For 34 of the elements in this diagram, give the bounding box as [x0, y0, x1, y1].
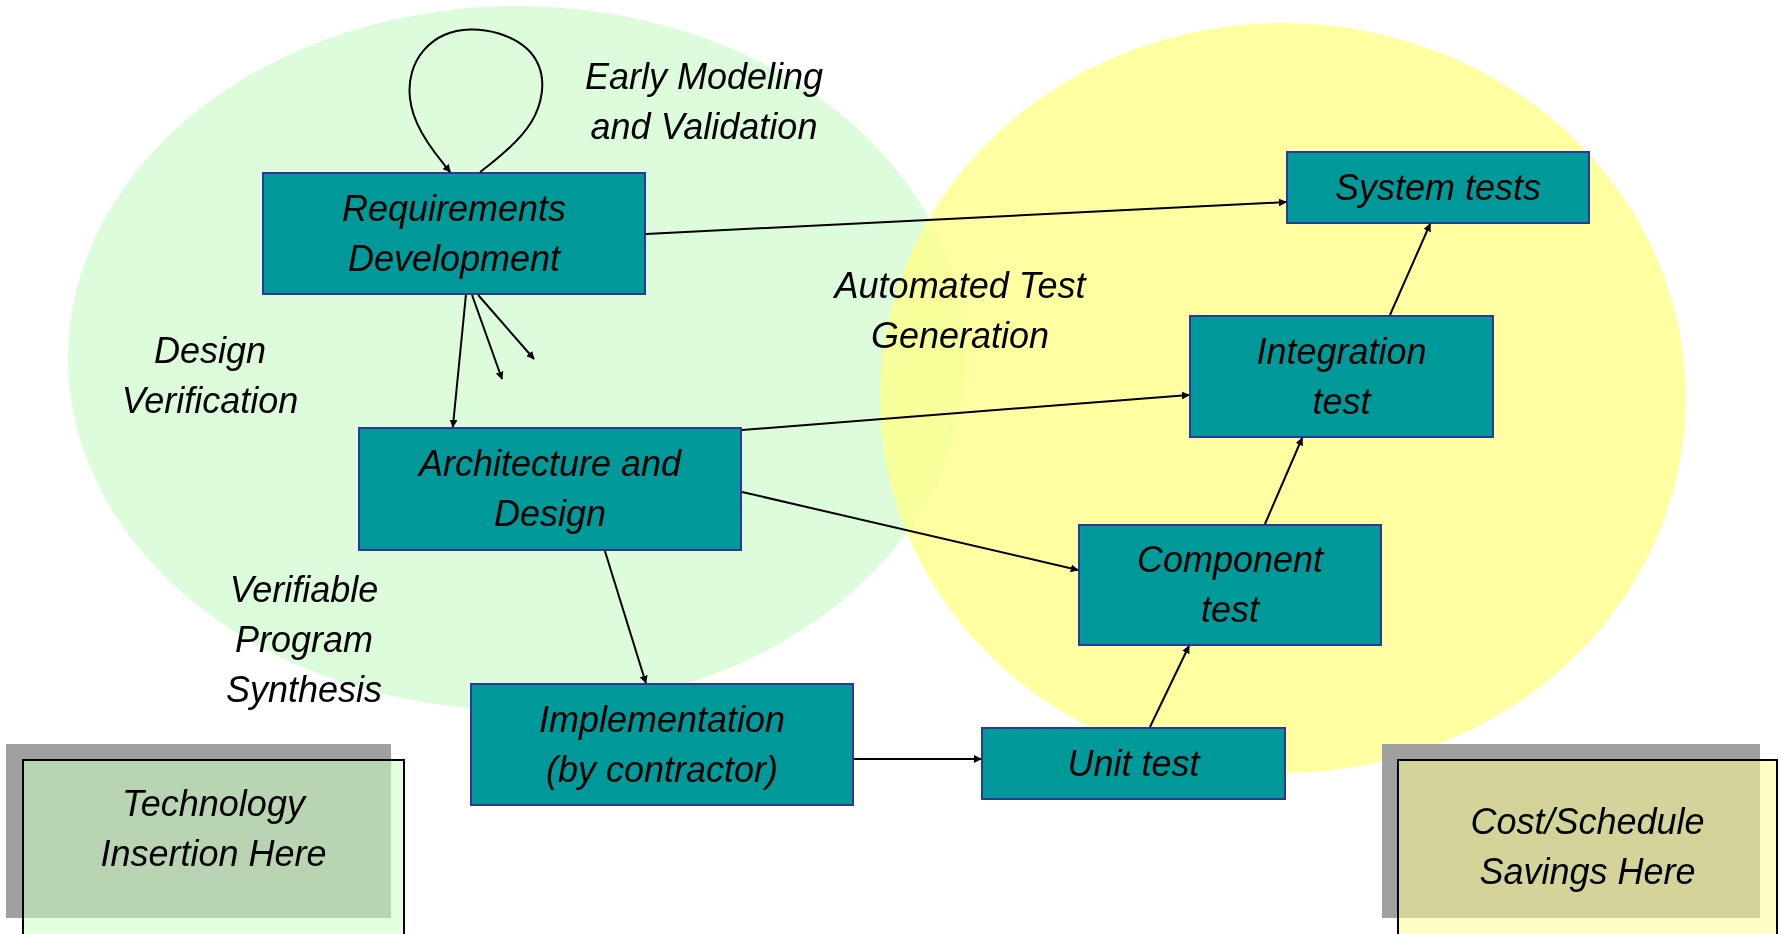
process-box	[358, 427, 742, 551]
arrow	[477, 294, 535, 360]
arrow	[741, 391, 1190, 431]
arrow	[1263, 437, 1304, 525]
process-box	[1189, 315, 1494, 438]
annotation-text: Verifiable Program Synthesis	[224, 568, 384, 712]
arrow	[449, 294, 467, 428]
arrow	[1389, 223, 1432, 316]
arrow	[1148, 645, 1190, 728]
step-label: Requirements Development	[340, 186, 568, 281]
note-box	[1397, 759, 1778, 934]
step-label: Architecture and Design	[416, 442, 683, 536]
arrow	[471, 294, 504, 380]
process-box	[262, 172, 646, 295]
arrow	[408, 28, 544, 173]
process-box	[1286, 151, 1590, 224]
process-box	[981, 727, 1286, 800]
step-label: System tests	[1334, 165, 1542, 210]
annotation-text: Early Modeling and Validation	[583, 55, 825, 149]
step-label: Integration test	[1255, 329, 1428, 424]
arrow	[645, 198, 1287, 235]
step-label: Component test	[1135, 538, 1326, 632]
process-box	[1078, 524, 1382, 646]
note-box	[22, 759, 405, 934]
arrow	[603, 550, 648, 684]
process-box	[470, 683, 854, 806]
annotation-text: Design Verification	[120, 329, 300, 423]
step-label: Unit test	[1067, 741, 1200, 786]
note-text: Technology Insertion Here	[99, 782, 328, 876]
arrow	[741, 491, 1079, 573]
arrow	[853, 755, 982, 763]
annotation-text: Automated Test Generation	[832, 264, 1088, 358]
step-label: Implementation (by contractor)	[537, 697, 787, 792]
note-text: Cost/Schedule Savings Here	[1469, 800, 1706, 894]
